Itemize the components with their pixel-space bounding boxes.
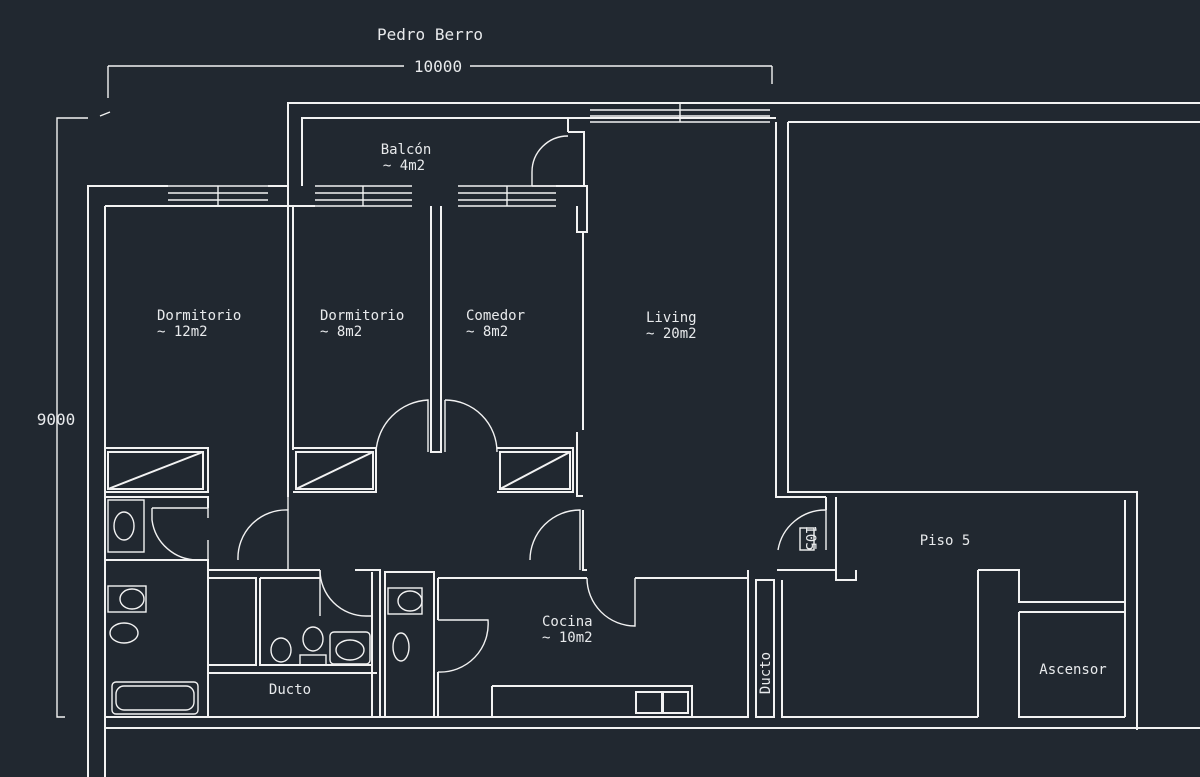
room-name: Dormitorio <box>320 308 404 324</box>
room-name: Balcón <box>381 142 432 158</box>
width-dimension: 10000 <box>414 57 462 76</box>
dormitorio-1-label: Dormitorio ~ 12m2 <box>157 308 241 340</box>
cocina-label: Cocina ~ 10m2 <box>542 614 593 646</box>
room-area: ~ 8m2 <box>466 324 508 340</box>
dimension-lines <box>56 65 773 718</box>
room-area: ~ 12m2 <box>157 324 208 340</box>
balcon-label: Balcón ~ 4m2 <box>381 142 432 174</box>
room-area: ~ 10m2 <box>542 630 593 646</box>
outer-walls <box>87 102 1200 777</box>
room-area: ~ 20m2 <box>646 326 697 342</box>
living-label: Living ~ 20m2 <box>646 310 697 342</box>
ducto-label: Ducto <box>269 682 311 698</box>
windows <box>168 102 770 207</box>
comedor-label: Comedor ~ 8m2 <box>466 308 525 340</box>
room-name: Dormitorio <box>157 308 241 324</box>
room-name: Comedor <box>466 308 525 324</box>
dormitorio-2-label: Dormitorio ~ 8m2 <box>320 308 404 340</box>
room-name: Cocina <box>542 614 593 630</box>
ducto-vertical-label: Ducto <box>758 652 774 694</box>
vertical-tag: 105 <box>802 525 818 550</box>
room-name: Living <box>646 310 697 326</box>
street-label: Pedro Berro <box>377 25 483 44</box>
interior-walls <box>105 131 1125 718</box>
room-area: ~ 4m2 <box>383 158 425 174</box>
room-area: ~ 8m2 <box>320 324 362 340</box>
piso-label: Piso 5 <box>920 533 971 549</box>
ascensor-label: Ascensor <box>1039 662 1106 678</box>
height-dimension: 9000 <box>37 410 76 429</box>
door-swings <box>151 135 827 673</box>
fixtures <box>107 499 815 715</box>
